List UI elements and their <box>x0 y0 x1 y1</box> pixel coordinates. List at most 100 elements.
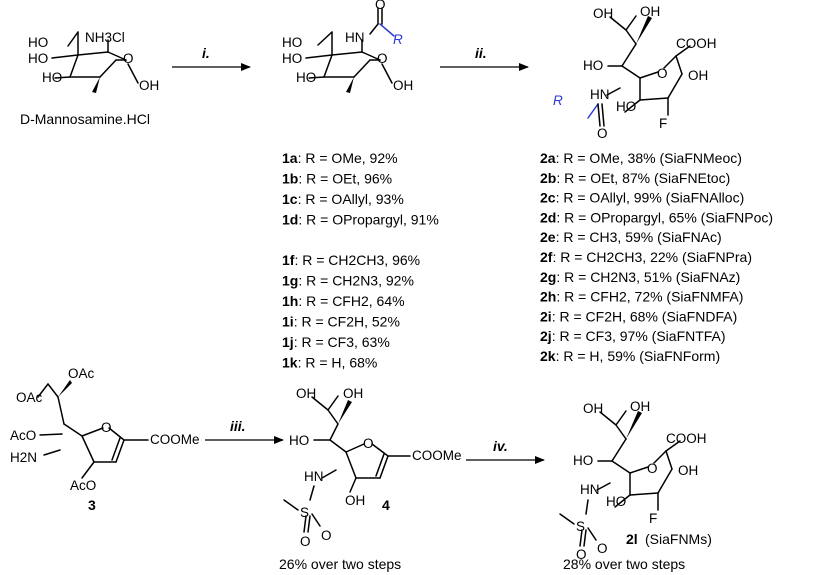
compound-label: 1k <box>282 355 298 371</box>
list-item: 1g: R = CH2N3, 92% <box>282 273 414 289</box>
compound-label: 2d <box>540 209 556 225</box>
c4-oh-bottom: OH <box>345 493 365 508</box>
c2l-s: S <box>576 519 585 534</box>
c4-hn: HN <box>304 469 324 484</box>
starting-material-mannosamine: HO NH3Cl HO HO O OH D-Mannosamine.HCl <box>20 30 159 127</box>
list-item: 2b: R = OEt, 87% (SiaFNEtoc) <box>540 170 730 186</box>
compound-label: 1g <box>282 273 298 289</box>
c2-oh-top1: OH <box>593 6 613 21</box>
c4-o-ring: O <box>363 436 374 451</box>
sm-oh1: OH <box>139 78 159 93</box>
compound-desc: : R = CH2CH3, 22% (SiaFNPra) <box>552 249 752 265</box>
compound-label: 2h <box>540 289 556 305</box>
list-item: 1k: R = H, 68% <box>282 355 377 371</box>
c1-r-group: R <box>393 32 403 47</box>
c2l-o-ring: O <box>647 461 658 476</box>
list-item: 1d: R = OPropargyl, 91% <box>282 212 439 228</box>
c4-o1: O <box>321 528 332 543</box>
c4-o2: O <box>300 534 311 549</box>
list-item: 1b: R = OEt, 96% <box>282 171 392 187</box>
compound-desc: : R = CF3, 97% (SiaFNTFA) <box>552 328 726 344</box>
compound-desc: : R = OAllyl, 93% <box>298 191 404 207</box>
c2l-oh-top2: OH <box>630 399 650 414</box>
compound-label: 2c <box>540 190 556 206</box>
c2-r-group: R <box>553 93 563 108</box>
c1-o-carbonyl: O <box>375 0 386 12</box>
c2l-hn: HN <box>580 482 600 497</box>
list-item: 1f: R = CH2CH3, 96% <box>282 252 420 268</box>
c2l-ho-ring: HO <box>606 494 626 509</box>
compound-desc: : R = CH2N3, 51% (SiaFNAz) <box>556 269 740 285</box>
step-iv-label: iv. <box>493 438 508 454</box>
c2-ho-ring: HO <box>616 99 636 114</box>
c4-ho: HO <box>289 433 309 448</box>
c2l-cooh: COOH <box>666 431 707 446</box>
c4-coome: COOMe <box>412 448 462 463</box>
list-item: 1j: R = CF3, 63% <box>282 334 390 350</box>
c4-oh-top2: OH <box>343 386 363 401</box>
sm-nh3cl: NH3Cl <box>85 30 125 45</box>
c2l-label: 2l <box>626 531 638 547</box>
sm-ho3: HO <box>42 70 62 85</box>
list-item: 2c: R = OAllyl, 99% (SiaFNAlloc) <box>540 190 744 206</box>
compound-4-structure: OH OH HO O COOMe HN S O O OH 4 26% over … <box>279 386 462 572</box>
list-item: 2i: R = CF2H, 68% (SiaFNDFA) <box>540 308 737 324</box>
list-item: 1i: R = CF2H, 52% <box>282 314 400 330</box>
c2-f: F <box>659 116 667 131</box>
c1-ho6: HO <box>282 35 302 50</box>
compound-label: 1b <box>282 171 298 187</box>
compound-1-structure: HO HN O R HO HO O OH <box>282 0 413 93</box>
compound-desc: : R = CFH2, 64% <box>298 293 404 309</box>
sm-ho6: HO <box>28 35 48 50</box>
sm-ho4: HO <box>28 51 48 66</box>
c2l-o1: O <box>597 541 608 556</box>
compound-label: 1c <box>282 191 298 207</box>
list-item: 2g: R = CH2N3, 51% (SiaFNAz) <box>540 269 740 285</box>
compound-desc: : R = OPropargyl, 65% (SiaFNPoc) <box>556 209 773 225</box>
compound-desc: : R = CH3, 59% (SiaFNAc) <box>556 229 722 245</box>
c2-ho: HO <box>583 58 603 73</box>
step-iii-label: iii. <box>230 418 246 434</box>
compound-desc: : R = OMe, 38% (SiaFNMeoc) <box>556 150 742 166</box>
compound-desc: : R = OAllyl, 99% (SiaFNAlloc) <box>556 190 745 206</box>
c3-oac-top1: OAc <box>16 390 43 405</box>
c2-o-carbonyl: O <box>597 126 608 141</box>
list-item: 1c: R = OAllyl, 93% <box>282 191 404 207</box>
compound-label: 2i <box>540 308 552 324</box>
compound-desc: : R = CH2N3, 92% <box>298 273 414 289</box>
compound-label: 2e <box>540 229 556 245</box>
c3-o-ring: O <box>101 420 112 435</box>
compound-desc: : R = CF3, 63% <box>294 334 390 350</box>
step-i-label: i. <box>202 45 210 61</box>
list-item: 2k: R = H, 59% (SiaFNForm) <box>540 348 720 364</box>
compound-desc: : R = CF2H, 68% (SiaFNDFA) <box>552 308 738 324</box>
compound-label: 2f <box>540 249 553 265</box>
compound-label: 2a <box>540 150 556 166</box>
sm-name: D-Mannosamine.HCl <box>20 111 150 127</box>
compound-desc: : R = OEt, 87% (SiaFNEtoc) <box>556 170 730 186</box>
list-item: 2h: R = CFH2, 72% (SiaFNMFA) <box>540 289 743 305</box>
compound-label: 1a <box>282 150 298 166</box>
compound-label: 1h <box>282 293 298 309</box>
c2l-ho: HO <box>573 453 593 468</box>
compound-desc: : R = CFH2, 72% (SiaFNMFA) <box>556 289 743 305</box>
compound-label: 2b <box>540 170 556 186</box>
c2l-yield: 28% over two steps <box>563 556 685 572</box>
list-item: 1a: R = OMe, 92% <box>282 150 398 166</box>
c1-hn: HN <box>345 30 365 45</box>
compound-desc: : R = CH2CH3, 96% <box>294 252 420 268</box>
compound-3-structure: OAc OAc AcO O COOMe H2N AcO 3 <box>10 366 200 513</box>
c4-s: S <box>300 505 309 520</box>
c2-cooh: COOH <box>676 36 717 51</box>
c1-ho3: HO <box>296 70 316 85</box>
c1-o-ring: O <box>377 51 388 66</box>
list-item: 1h: R = CFH2, 64% <box>282 293 405 309</box>
compound-desc: : R = CF2H, 52% <box>294 314 400 330</box>
c2l-name: (SiaFNMs) <box>645 531 712 547</box>
c2l-f: F <box>649 511 657 526</box>
compound-2l-structure: OH OH COOH HO O OH HN HO F S O O 2l (Sia… <box>559 399 712 572</box>
c3-h2n: H2N <box>10 450 37 465</box>
c3-coome: COOMe <box>150 432 200 447</box>
compound-desc: : R = OMe, 92% <box>298 150 398 166</box>
